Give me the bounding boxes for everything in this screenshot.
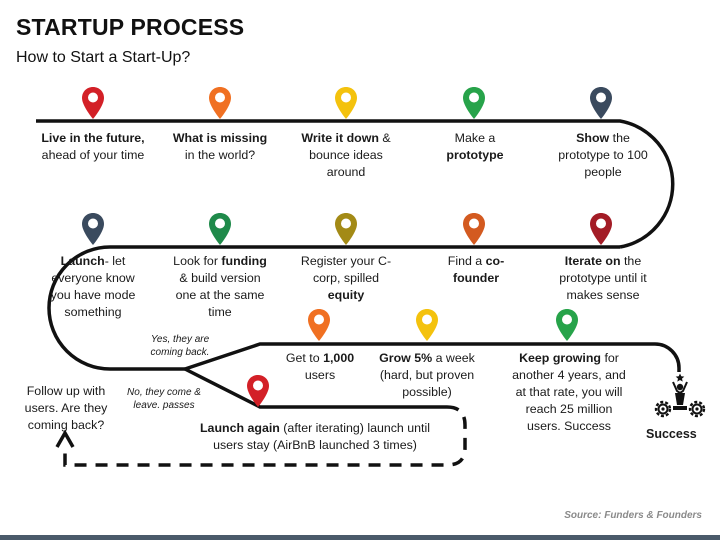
map-pin-icon-6 [81, 212, 105, 246]
step-grow-5-percent: Grow 5% a week (hard, but proven possibl… [379, 351, 475, 399]
road-fork-yes [184, 342, 681, 372]
step-show-prototype: Show the prototype to 100 people [558, 131, 648, 179]
step-live-in-future: Live in the future, ahead of your time [41, 131, 145, 162]
map-pin-icon-8 [334, 212, 358, 246]
map-pin-icon-2 [208, 86, 232, 120]
map-pin-icon-5 [589, 86, 613, 120]
step-look-for-funding: Look for funding & build version one at … [173, 254, 267, 319]
step-launch-again: Launch again (after iterating) launch un… [199, 421, 430, 452]
road-fork-no [184, 367, 447, 409]
map-pin-icon-12 [415, 308, 439, 342]
step-iterate-on-prototype: Iterate on the prototype until it makes … [559, 254, 647, 302]
success-label: Success [646, 427, 697, 441]
step-what-is-missing: What is missing in the world? [172, 131, 268, 162]
road-segment-top [36, 119, 675, 249]
return-arrow-icon [55, 429, 75, 448]
map-pin-icon-3 [334, 86, 358, 120]
note-yes-coming-back: Yes, they are coming back. [150, 334, 210, 358]
map-pin-icon-10 [589, 212, 613, 246]
page-subtitle: How to Start a Start-Up? [16, 49, 191, 66]
road-segment-middle [47, 245, 620, 371]
road-dashed-return [63, 405, 467, 467]
page-title: STARTUP PROCESS [16, 14, 245, 40]
note-no-come-and-leave: No, they come & leave. passes [127, 387, 201, 411]
map-pin-icon-14 [246, 374, 270, 408]
footer-bar [0, 535, 720, 540]
map-pin-icon-13 [555, 308, 579, 342]
step-find-co-founder: Find a co-founder [447, 254, 505, 285]
step-get-1000-users: Get to 1,000 users [285, 351, 355, 382]
map-pin-icon-7 [208, 212, 232, 246]
source-credit: Source: Funders & Founders [564, 510, 702, 521]
map-pin-icon-4 [462, 86, 486, 120]
step-register-c-corp: Register your C-corp, spilled equity [300, 254, 392, 302]
step-make-prototype: Make a prototype [446, 131, 504, 162]
map-pin-icon-9 [462, 212, 486, 246]
step-keep-growing: Keep growing for another 4 years, and at… [512, 351, 626, 433]
step-follow-up: Follow up with users. Are they coming ba… [24, 384, 108, 432]
map-pin-icon-11 [307, 308, 331, 342]
step-launch: Launch- let everyone know you have mode … [50, 254, 136, 319]
map-pin-icon-1 [81, 86, 105, 120]
step-write-it-down: Write it down & bounce ideas around [301, 131, 391, 179]
success-trophy-gears-icon [654, 373, 706, 418]
